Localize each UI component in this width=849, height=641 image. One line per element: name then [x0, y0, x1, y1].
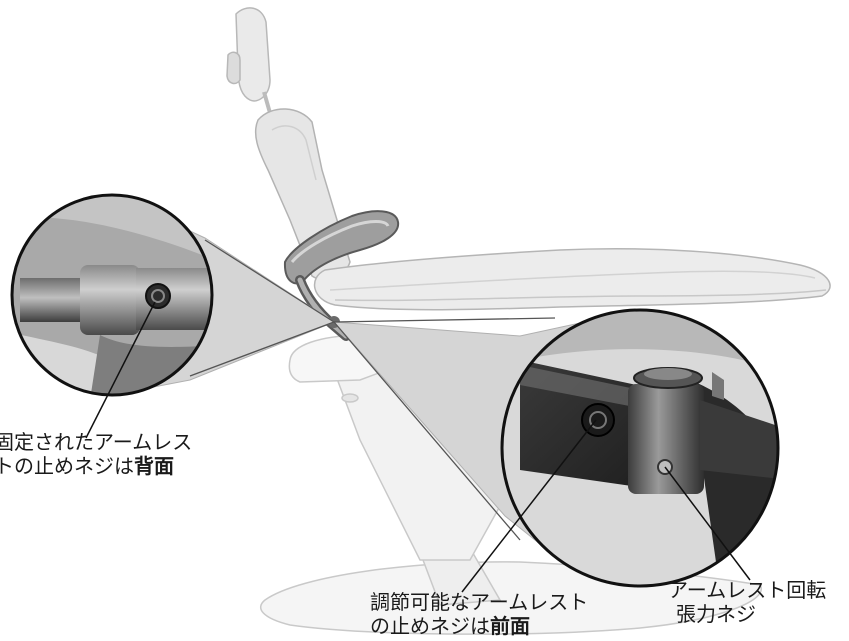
fixed-label-line2-text: トの止めネジは — [0, 454, 134, 478]
leader-line-tension — [664, 466, 751, 581]
fixed-armrest-detail-circle — [10, 193, 214, 397]
fixed-label-line1: 固定されたアームレス — [0, 430, 193, 454]
adjustable-label-emphasis: 前面 — [490, 614, 530, 638]
fixed-armrest-screw-label: 固定されたアームレス トの止めネジは背面 — [0, 430, 192, 478]
headrest — [226, 7, 274, 121]
fixed-label-line2: トの止めネジは背面 — [0, 454, 192, 478]
adjustable-label-line2: の止めネジは前面 — [370, 614, 588, 638]
tension-label-line1: アームレスト回転 — [668, 578, 827, 602]
seat-cushion — [313, 248, 831, 311]
leader-line-fixed — [85, 301, 156, 439]
leader-line-adjustable — [461, 419, 597, 593]
adjustable-label-line2-text: の止めネジは — [370, 614, 490, 638]
adjustable-label-line1: 調節可能なアームレスト — [370, 590, 589, 614]
adjustable-armrest-screw-label: 調節可能なアームレスト の止めネジは前面 — [370, 590, 588, 638]
rotation-tension-screw-label: アームレスト回転 張力ネジ — [668, 578, 826, 626]
tension-label-line2: 張力ネジ — [676, 602, 756, 626]
adjustable-armrest-detail-circle — [500, 308, 780, 588]
fixed-label-emphasis: 背面 — [134, 454, 174, 478]
